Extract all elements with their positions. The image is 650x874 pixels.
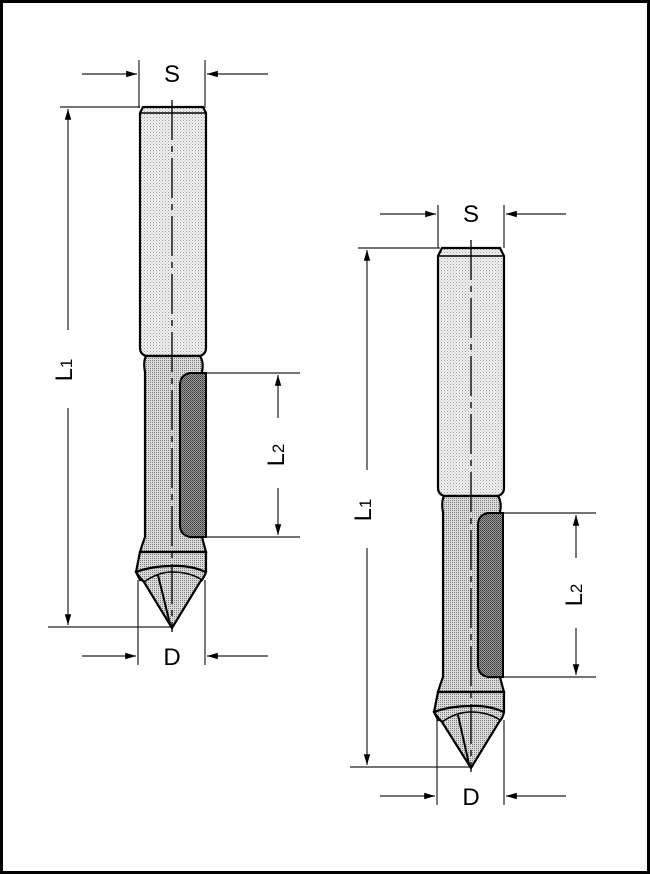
cutting-length-dimension-right: L2: [504, 512, 596, 678]
overall-length-label: L1: [51, 359, 78, 382]
v-tip-left: [134, 564, 208, 631]
diameter-dimension-right: D: [380, 720, 566, 811]
overall-length-dimension-left: L1: [48, 106, 172, 628]
flute-right: [477, 512, 504, 678]
cutting-length-label: L2: [263, 444, 290, 467]
tool-right: S L1: [350, 201, 596, 811]
tool-left: S L1: [48, 60, 300, 671]
cutting-length-label: L2: [561, 584, 588, 607]
shank-left: [138, 105, 208, 358]
flute-left: [179, 372, 207, 538]
overall-length-dimension-right: L1: [350, 247, 471, 768]
cutting-length-dimension-left: L2: [206, 372, 300, 538]
shank-dimension-right: S: [380, 201, 566, 248]
shank-label: S: [463, 201, 479, 228]
diameter-label: D: [163, 644, 180, 671]
v-tip-right: [432, 704, 506, 771]
diameter-dimension-left: D: [82, 580, 268, 671]
diameter-label: D: [462, 784, 479, 811]
shank-dimension-left: S: [82, 60, 268, 108]
shank-label: S: [164, 61, 180, 88]
overall-length-label: L1: [350, 499, 377, 522]
